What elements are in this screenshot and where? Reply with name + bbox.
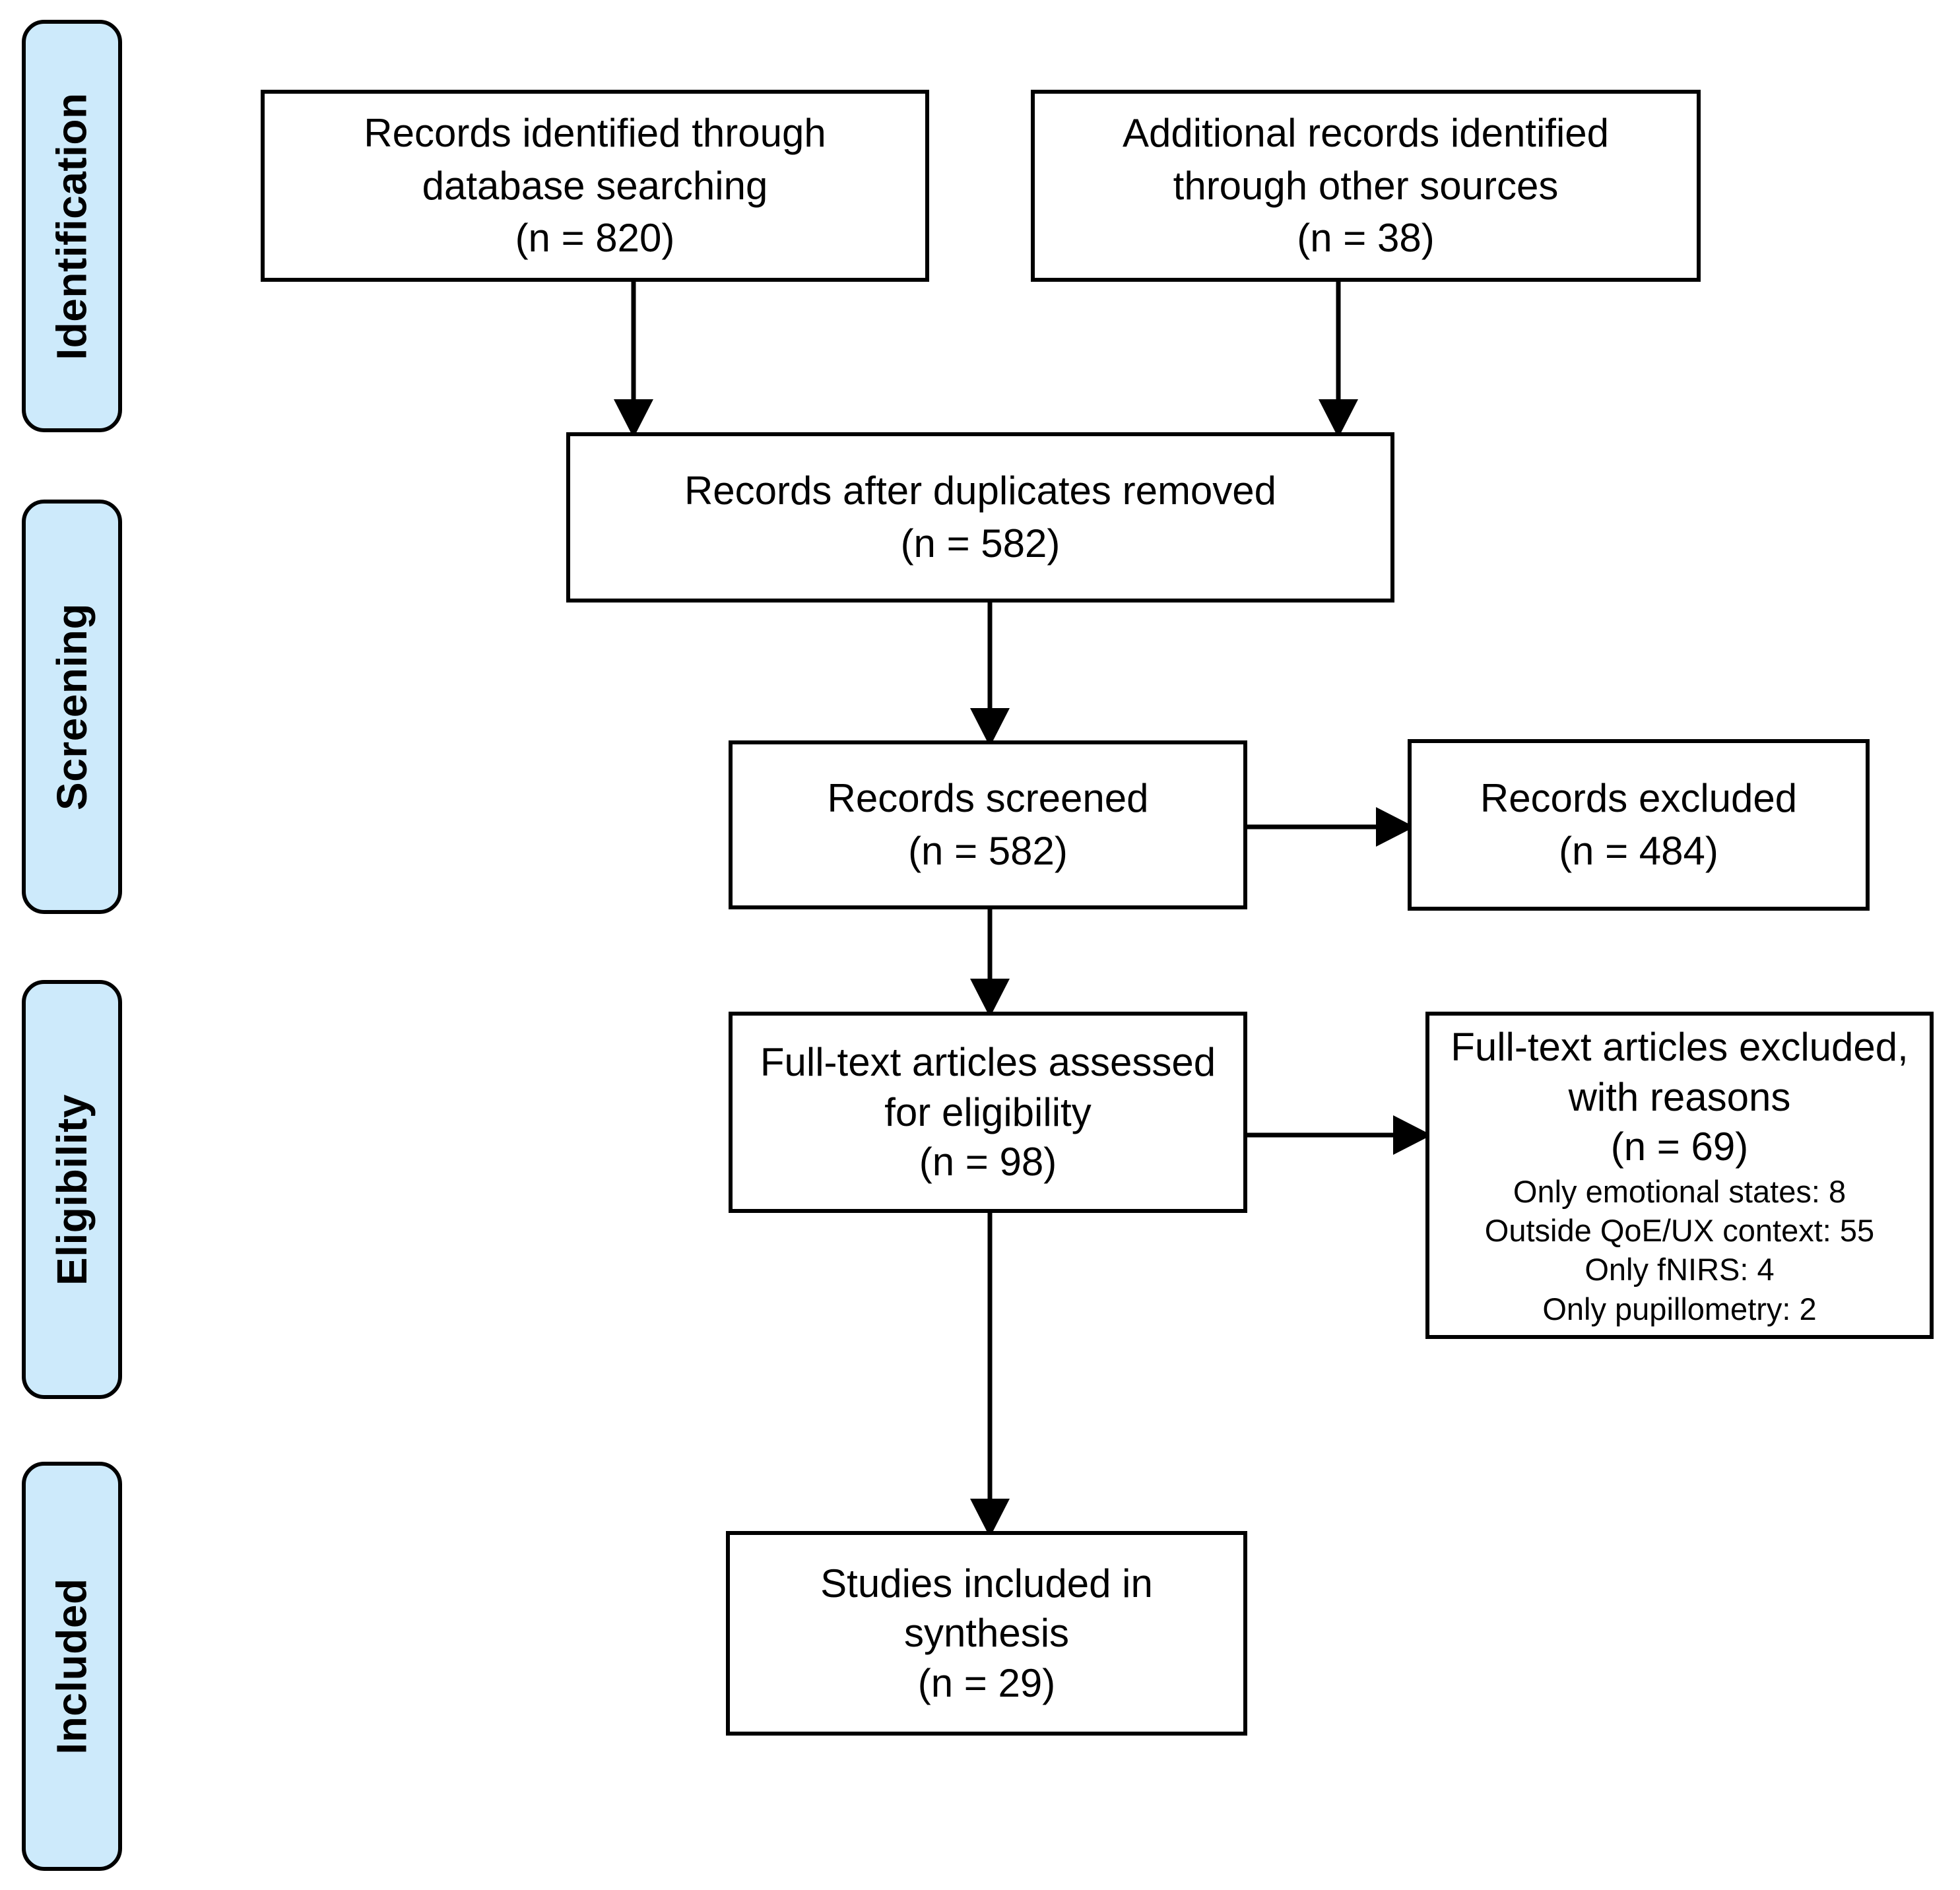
box-line-1: Full-text articles assessed	[760, 1040, 1216, 1085]
box-records-after-duplicates-removed: Records after duplicates removed (n = 58…	[566, 432, 1394, 603]
exclusion-reason-1: Only emotional states: 8	[1513, 1173, 1846, 1209]
stage-tab-identification: Identification	[22, 20, 122, 432]
stage-tab-eligibility: Eligibility	[22, 980, 122, 1399]
box-count: (n = 820)	[515, 216, 675, 261]
box-count: (n = 69)	[1610, 1124, 1749, 1169]
exclusion-reason-3: Only fNIRS: 4	[1584, 1252, 1775, 1287]
box-line-1: Records after duplicates removed	[684, 469, 1277, 513]
box-line-1: Records excluded	[1480, 776, 1798, 821]
box-line-2: for eligibility	[884, 1090, 1092, 1134]
exclusion-reason-4: Only pupillometry: 2	[1542, 1291, 1817, 1326]
box-fulltext-articles-excluded: Full-text articles excluded, with reason…	[1425, 1012, 1934, 1339]
box-additional-records-other-sources: Additional records identified through ot…	[1031, 90, 1701, 282]
box-studies-included-in-synthesis: Studies included in synthesis (n = 29)	[726, 1531, 1247, 1736]
stage-label-eligibility: Eligibility	[48, 1093, 96, 1286]
box-line-2: database searching	[422, 163, 768, 208]
box-count: (n = 29)	[917, 1660, 1056, 1705]
box-line-2: synthesis	[903, 1611, 1070, 1656]
box-count: (n = 38)	[1297, 216, 1435, 261]
box-count: (n = 98)	[919, 1140, 1057, 1185]
box-records-screened: Records screened (n = 582)	[729, 740, 1247, 909]
box-fulltext-articles-assessed: Full-text articles assessed for eligibil…	[729, 1012, 1247, 1213]
stage-label-identification: Identification	[48, 92, 96, 360]
box-line-1: Full-text articles excluded,	[1451, 1025, 1909, 1070]
box-count: (n = 582)	[900, 521, 1061, 566]
box-records-excluded: Records excluded (n = 484)	[1408, 739, 1870, 911]
box-line-2: with reasons	[1568, 1074, 1791, 1119]
box-count: (n = 484)	[1559, 829, 1718, 873]
stage-tab-screening: Screening	[22, 500, 122, 914]
box-line-1: Records screened	[827, 776, 1149, 821]
stage-label-screening: Screening	[48, 603, 96, 810]
box-line-1: Records identified through	[364, 110, 826, 155]
box-line-1: Studies included in	[820, 1561, 1153, 1606]
stage-label-included: Included	[48, 1578, 96, 1755]
box-line-2: through other sources	[1173, 163, 1559, 208]
box-records-identified-database: Records identified through database sear…	[261, 90, 929, 282]
box-line-1: Additional records identified	[1122, 110, 1610, 155]
exclusion-reason-2: Outside QoE/UX context: 55	[1484, 1213, 1875, 1249]
box-count: (n = 582)	[908, 829, 1068, 873]
stage-tab-included: Included	[22, 1462, 122, 1871]
